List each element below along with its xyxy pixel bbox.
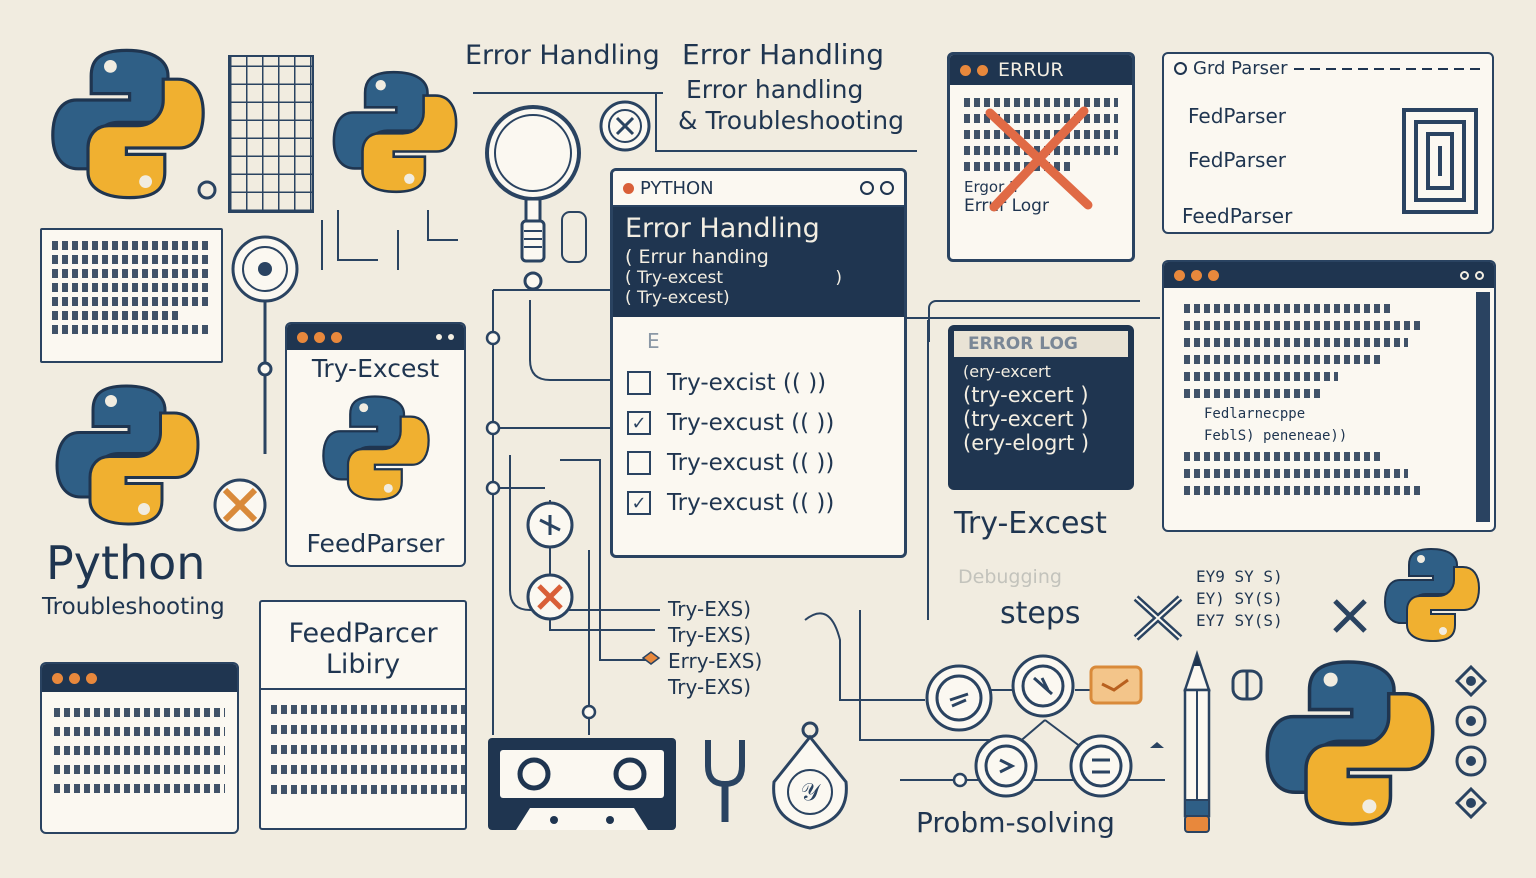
checkbox-checked[interactable]: ✓ <box>627 491 651 515</box>
header-title-c: Error handling <box>686 75 864 104</box>
wrench-icon <box>705 740 745 822</box>
library-line-1: FeedParcer <box>288 618 438 649</box>
troubleshooting-label: Troubleshooting <box>42 594 225 620</box>
header-title-a: Error Handling <box>465 40 660 71</box>
error-log-line-2: (try-excert ) <box>963 383 1089 407</box>
side-code-line: EY9 SY S) <box>1196 567 1283 586</box>
side-code-line: EY7 SY(S) <box>1196 611 1283 630</box>
error-line-2: Errur Logr <box>964 196 1049 216</box>
location-icon <box>1454 786 1488 820</box>
flow-list-item: Try-EXS) <box>668 623 752 647</box>
parser-window-title: Grd Parser <box>1193 58 1288 79</box>
checklist-item[interactable]: Try-excust (( )) <box>627 443 904 483</box>
problem-solving-graph <box>925 654 1133 798</box>
checklist: Try-excist (( )) ✓ Try-excust (( )) Try-exc… <box>627 363 904 523</box>
python-window: PYTHON Error Handling ( Errur handing ( … <box>610 168 907 558</box>
svg-text:𝒴: 𝒴 <box>801 778 822 806</box>
code-line-1: Fedlarnecppe <box>1204 406 1306 422</box>
wrench-icon <box>213 478 267 532</box>
pencil-icon <box>1183 650 1211 833</box>
checkbox[interactable] <box>627 451 651 475</box>
pin-icon <box>231 235 299 454</box>
checklist-label: Try-excust (( )) <box>667 450 835 476</box>
magnifier-icon <box>485 105 581 291</box>
error-header-block: Error Handling ( Errur handing ( Try-exc… <box>613 207 904 317</box>
header-title-b: Error Handling <box>682 38 884 71</box>
block-heading: Error Handling <box>625 213 820 244</box>
side-codes: EY9 SY S) EY) SY(S) EY7 SY(S) <box>1196 566 1283 632</box>
block-sub3: ( Try-excest) <box>625 288 730 308</box>
error-log-line-1: (ery-excert <box>963 362 1051 381</box>
block-sub1: ( Errur handing <box>625 246 769 268</box>
x-icon <box>599 100 651 152</box>
parser-line-1: FedParser <box>1188 104 1286 128</box>
try-window: Try-Excest FeedParser <box>285 322 466 567</box>
cassette-icon <box>488 738 676 830</box>
doodle-icon <box>561 211 587 263</box>
try-excest-label: Try-Excest <box>954 506 1107 541</box>
problem-solving-label: Probm-solving <box>916 806 1115 839</box>
parser-line-2: FedParser <box>1188 148 1286 172</box>
bookmark-icon <box>1231 669 1263 701</box>
flow-list: Try-EXS)Try-EXS)Erry-EXS)Try-EXS) <box>668 596 762 700</box>
code-card <box>40 228 223 363</box>
code-line-2: FeblS) peneneae)) <box>1204 428 1348 444</box>
error-log-line-3: (try-excert ) <box>963 407 1089 431</box>
location-icon <box>1455 705 1487 737</box>
flow-list-item: Try-EXS) <box>668 675 752 699</box>
x-icon <box>1333 599 1367 633</box>
checkbox[interactable] <box>627 371 651 395</box>
doodle-icon <box>197 180 217 200</box>
error-window-title: ERRUR <box>998 59 1064 81</box>
code-window: Fedlarnecppe FeblS) peneneae)) <box>1162 260 1496 532</box>
chat-icon <box>1089 665 1143 705</box>
error-window: ERRUR Ergor Ii Errur Logr <box>947 52 1135 262</box>
doodle-icon <box>321 210 458 270</box>
parser-window: Grd Parser FedParser FedParser FeedParse… <box>1162 52 1494 234</box>
block-sub2-end: ) <box>835 268 842 288</box>
header-title-d: & Troubleshooting <box>678 106 905 135</box>
flow-list-item: Try-EXS) <box>668 597 752 621</box>
try-window-caption: FeedParser <box>306 529 445 558</box>
checklist-item[interactable]: ✓ Try-excust (( )) <box>627 403 904 443</box>
error-log-panel: ERROR LOG (ery-excert (try-excert ) (try… <box>948 325 1134 490</box>
checklist-item[interactable]: Try-excist (( )) <box>627 363 904 403</box>
error-log-title: ERROR LOG <box>954 331 1128 357</box>
checklist-label: Try-excist (( )) <box>667 370 827 396</box>
library-line-2: Libiry <box>325 649 401 680</box>
maze-icon <box>1402 108 1478 214</box>
checklist-label: Try-excust (( )) <box>667 490 835 516</box>
library-card: FeedParcer Libiry <box>259 600 467 830</box>
tag-icon: 𝒴 <box>772 721 848 830</box>
error-log-frame <box>928 300 1140 342</box>
checkbox-checked[interactable]: ✓ <box>627 411 651 435</box>
window-title: PYTHON <box>640 177 714 199</box>
section-label: E <box>647 329 660 353</box>
try-window-title: Try-Excest <box>311 354 440 383</box>
table-window <box>40 662 239 834</box>
location-icon <box>1455 745 1487 777</box>
bug-icon <box>526 573 574 621</box>
x-icon <box>985 106 1093 212</box>
window-dot <box>623 182 634 194</box>
block-sub2: ( Try-excest <box>625 268 724 288</box>
x-icon <box>1133 595 1183 641</box>
grid-sheet <box>228 55 314 213</box>
steps-label: steps <box>1000 596 1081 631</box>
parser-line-3: FeedParser <box>1182 204 1293 228</box>
side-code-line: EY) SY(S) <box>1196 589 1283 608</box>
flow-list-item: Erry-EXS) <box>668 649 763 673</box>
flow-node-icon <box>526 501 574 549</box>
location-icon <box>1454 664 1488 698</box>
faded-label: Debugging <box>958 566 1062 588</box>
checklist-label: Try-excust (( )) <box>667 410 835 436</box>
python-label: Python <box>46 536 206 590</box>
checklist-item[interactable]: ✓ Try-excust (( )) <box>627 483 904 523</box>
error-log-line-4: (ery-elogrt ) <box>963 431 1090 455</box>
